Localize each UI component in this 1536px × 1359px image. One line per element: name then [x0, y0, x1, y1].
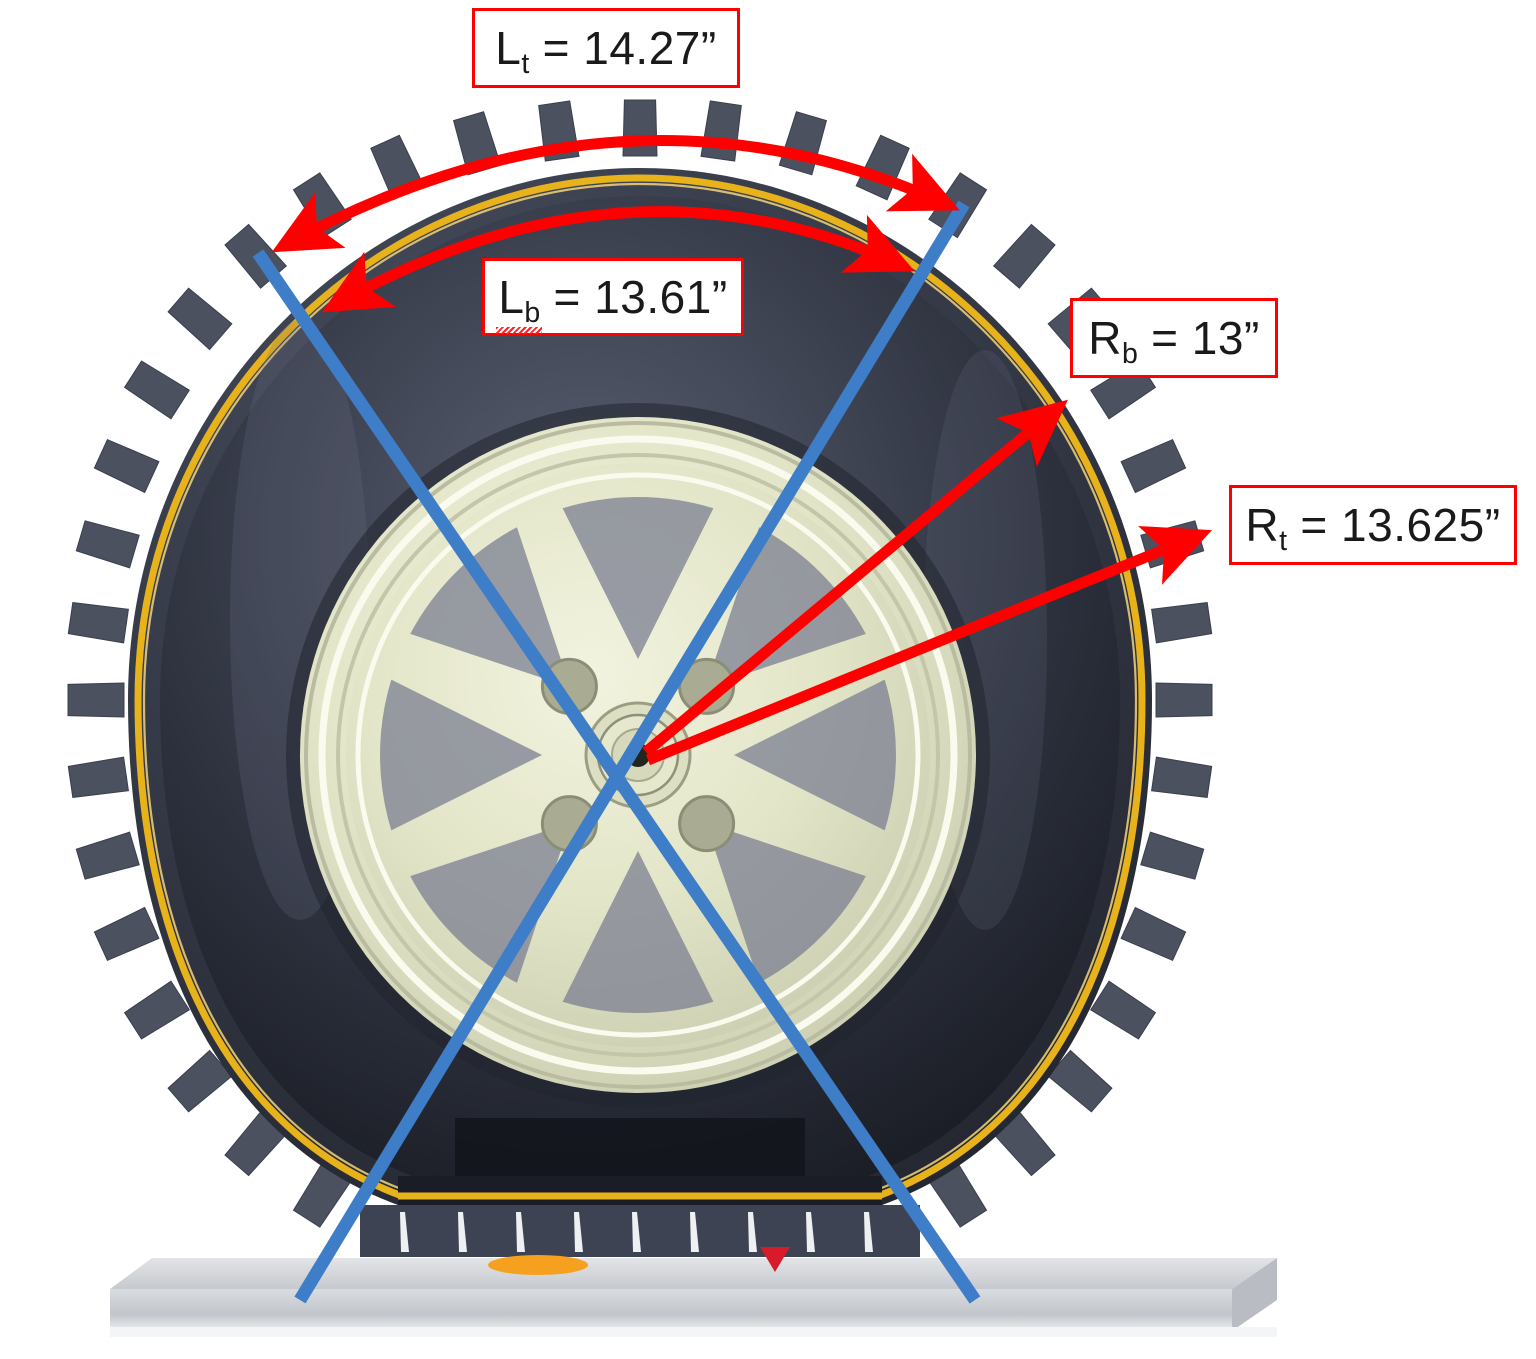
- callout-lt: Lt = 14.27”: [472, 8, 740, 88]
- arrow-Rb: [642, 399, 1068, 757]
- callout-rb-symbol: R: [1088, 312, 1122, 364]
- rim-ring-groove-3: [336, 453, 940, 1057]
- callout-rb-text: Rb = 13”: [1088, 312, 1260, 368]
- tread-block: [1120, 906, 1187, 962]
- tread-sipe: [748, 1212, 757, 1252]
- callout-rb-unit: ”: [1243, 312, 1260, 364]
- contact-mark-red: [760, 1247, 790, 1272]
- callout-lb-value: 13.61: [594, 271, 712, 323]
- ground-slab: [110, 1258, 1277, 1337]
- spoke-window: [562, 851, 714, 1013]
- callout-rt: Rt = 13.625”: [1229, 485, 1517, 565]
- tread-sipe: [632, 1212, 641, 1252]
- callout-lt-eq: =: [529, 22, 584, 74]
- tread-block: [67, 682, 125, 718]
- tread-sipe: [690, 1212, 699, 1252]
- callout-rt-text: Rt = 13.625”: [1245, 499, 1501, 555]
- tread-block: [1120, 438, 1187, 494]
- callout-lb-unit: ”: [711, 271, 728, 323]
- callout-lt-unit: ”: [700, 22, 717, 74]
- callout-lt-value: 14.27: [583, 22, 701, 74]
- tread-sipe: [864, 1212, 873, 1252]
- tread-block: [67, 756, 129, 798]
- tread-block: [1155, 682, 1213, 718]
- tread-block: [622, 99, 658, 157]
- measurement-arcs: [271, 135, 960, 313]
- spoke-window: [734, 679, 896, 831]
- tread-block: [167, 287, 233, 351]
- construction-lines: [252, 200, 981, 1304]
- blue-line-right: [294, 200, 970, 1304]
- tread-sipe: [574, 1212, 583, 1252]
- tread-block: [1090, 980, 1157, 1040]
- rim-ring-groove-2: [318, 435, 958, 1075]
- tread-block: [123, 360, 190, 420]
- tread-sipe: [458, 1212, 467, 1252]
- callout-lb-subscript: b: [524, 296, 541, 329]
- spoke-window: [705, 822, 866, 983]
- callout-rt-eq: =: [1287, 499, 1342, 551]
- contact-patch: [360, 1118, 920, 1275]
- callout-rt-symbol: R: [1245, 499, 1280, 551]
- callout-rt-unit: ”: [1484, 499, 1501, 551]
- tread-sipe: [806, 1212, 815, 1252]
- tread-block: [93, 906, 160, 962]
- callout-lb-eq: =: [540, 271, 595, 323]
- tread-block: [700, 100, 742, 162]
- rim-ring-groove-4: [355, 472, 921, 1038]
- tread-block: [75, 831, 140, 880]
- callout-lb-text: Lb = 13.61”: [496, 271, 728, 334]
- spoke-window: [562, 497, 714, 659]
- callout-lb: Lb = 13.61”: [482, 258, 744, 336]
- wheel-rim: [286, 403, 990, 1107]
- callout-rb-eq: =: [1137, 312, 1192, 364]
- tread-block: [67, 602, 129, 644]
- tread-block: [123, 980, 190, 1040]
- spoke-window: [380, 679, 542, 831]
- lug-hole: [678, 795, 736, 853]
- spoke-windows: [380, 497, 896, 1013]
- tread-block: [1047, 1049, 1113, 1113]
- callout-lt-subscript: t: [521, 47, 530, 80]
- arc-Lb: [321, 206, 915, 313]
- tread-block: [1140, 831, 1205, 880]
- lug-hole: [678, 657, 736, 715]
- callout-rb: Rb = 13”: [1070, 298, 1278, 378]
- contact-mark-orange: [488, 1255, 588, 1275]
- tread-sipe: [400, 1212, 409, 1252]
- tread-block: [93, 438, 160, 494]
- callout-rt-subscript: t: [1279, 524, 1288, 557]
- callout-lt-text: Lt = 14.27”: [495, 22, 717, 78]
- callout-lt-symbol: L: [495, 22, 522, 74]
- radius-arrows: [642, 399, 1212, 766]
- arrow-Rt: [645, 526, 1212, 766]
- tread-sipe: [516, 1212, 525, 1252]
- arc-Lt: [271, 135, 960, 253]
- spoke-window: [410, 822, 571, 983]
- tread-block: [992, 223, 1056, 289]
- tread-block: [1151, 756, 1213, 798]
- callout-rb-value: 13: [1191, 312, 1244, 364]
- callout-rb-subscript: b: [1121, 337, 1138, 370]
- callout-lb-spellcheck-underline: Lb: [496, 271, 543, 334]
- tread-block: [75, 520, 140, 569]
- rim-ring-groove-1: [304, 421, 972, 1089]
- callout-lb-symbol: L: [498, 271, 525, 323]
- tread-block: [1151, 602, 1213, 644]
- callout-rt-value: 13.625: [1341, 499, 1485, 551]
